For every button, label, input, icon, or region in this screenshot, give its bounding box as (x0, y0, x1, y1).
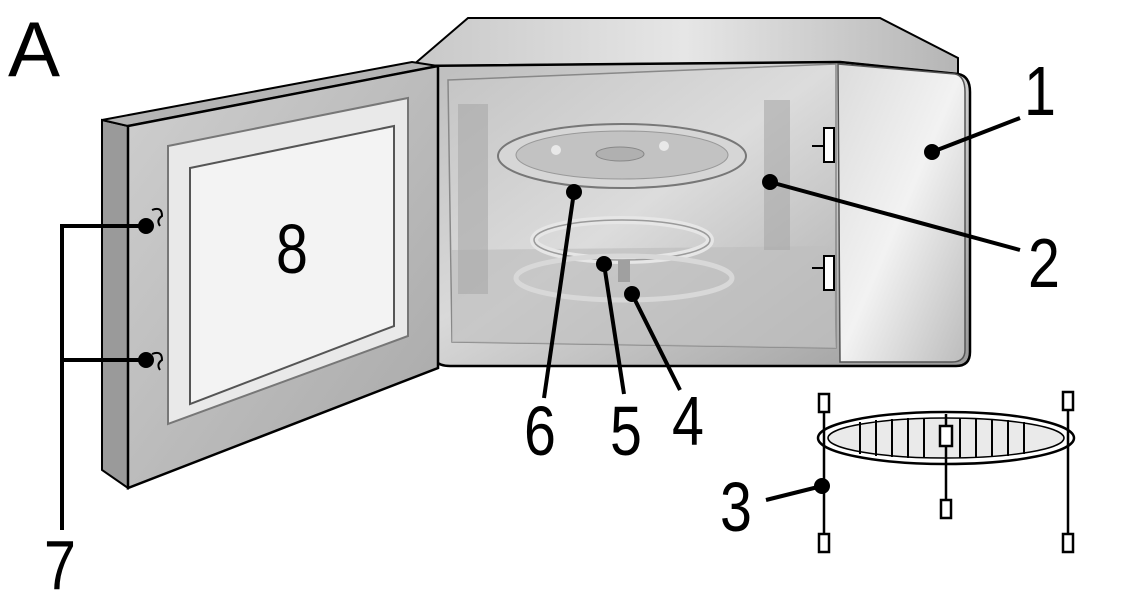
callout-7: 7 (44, 526, 76, 602)
leader-3 (765, 484, 823, 502)
door (101, 60, 440, 490)
callout-2: 2 (1028, 224, 1060, 302)
dot-4 (624, 286, 640, 302)
turntable-shaft (513, 253, 735, 303)
leader-1 (931, 116, 1021, 154)
dot-1 (924, 144, 940, 160)
callout-8: 8 (276, 210, 308, 288)
leader-lines (60, 116, 1021, 530)
callout-1: 1 (1024, 52, 1056, 130)
control-panel (837, 63, 966, 363)
leader-5 (602, 263, 626, 395)
microwave-body (409, 17, 972, 368)
callout-4: 4 (672, 382, 704, 460)
dot-7a (138, 218, 154, 234)
leader-6 (542, 191, 576, 399)
leader-7 (60, 224, 146, 530)
leader-2 (769, 180, 1021, 252)
callout-5: 5 (610, 392, 642, 470)
cavity-left-wall (458, 104, 488, 294)
door-latch-hooks (151, 207, 164, 371)
door-edge (101, 118, 129, 490)
panel-letter: A (8, 5, 61, 93)
callout-3: 3 (720, 468, 752, 546)
door-window (189, 124, 395, 406)
safety-lock-slots (812, 127, 835, 291)
callout-6: 6 (524, 392, 556, 470)
dot-5 (596, 256, 612, 272)
dot-2 (762, 174, 778, 190)
leader-4 (630, 293, 682, 391)
roasting-rack (816, 390, 1076, 554)
dot-3 (814, 478, 830, 494)
dot-6 (566, 184, 582, 200)
cavity-floor (452, 246, 836, 348)
glass-tray (497, 123, 747, 189)
shaft-coupler (618, 260, 630, 282)
dot-7b (138, 352, 154, 368)
